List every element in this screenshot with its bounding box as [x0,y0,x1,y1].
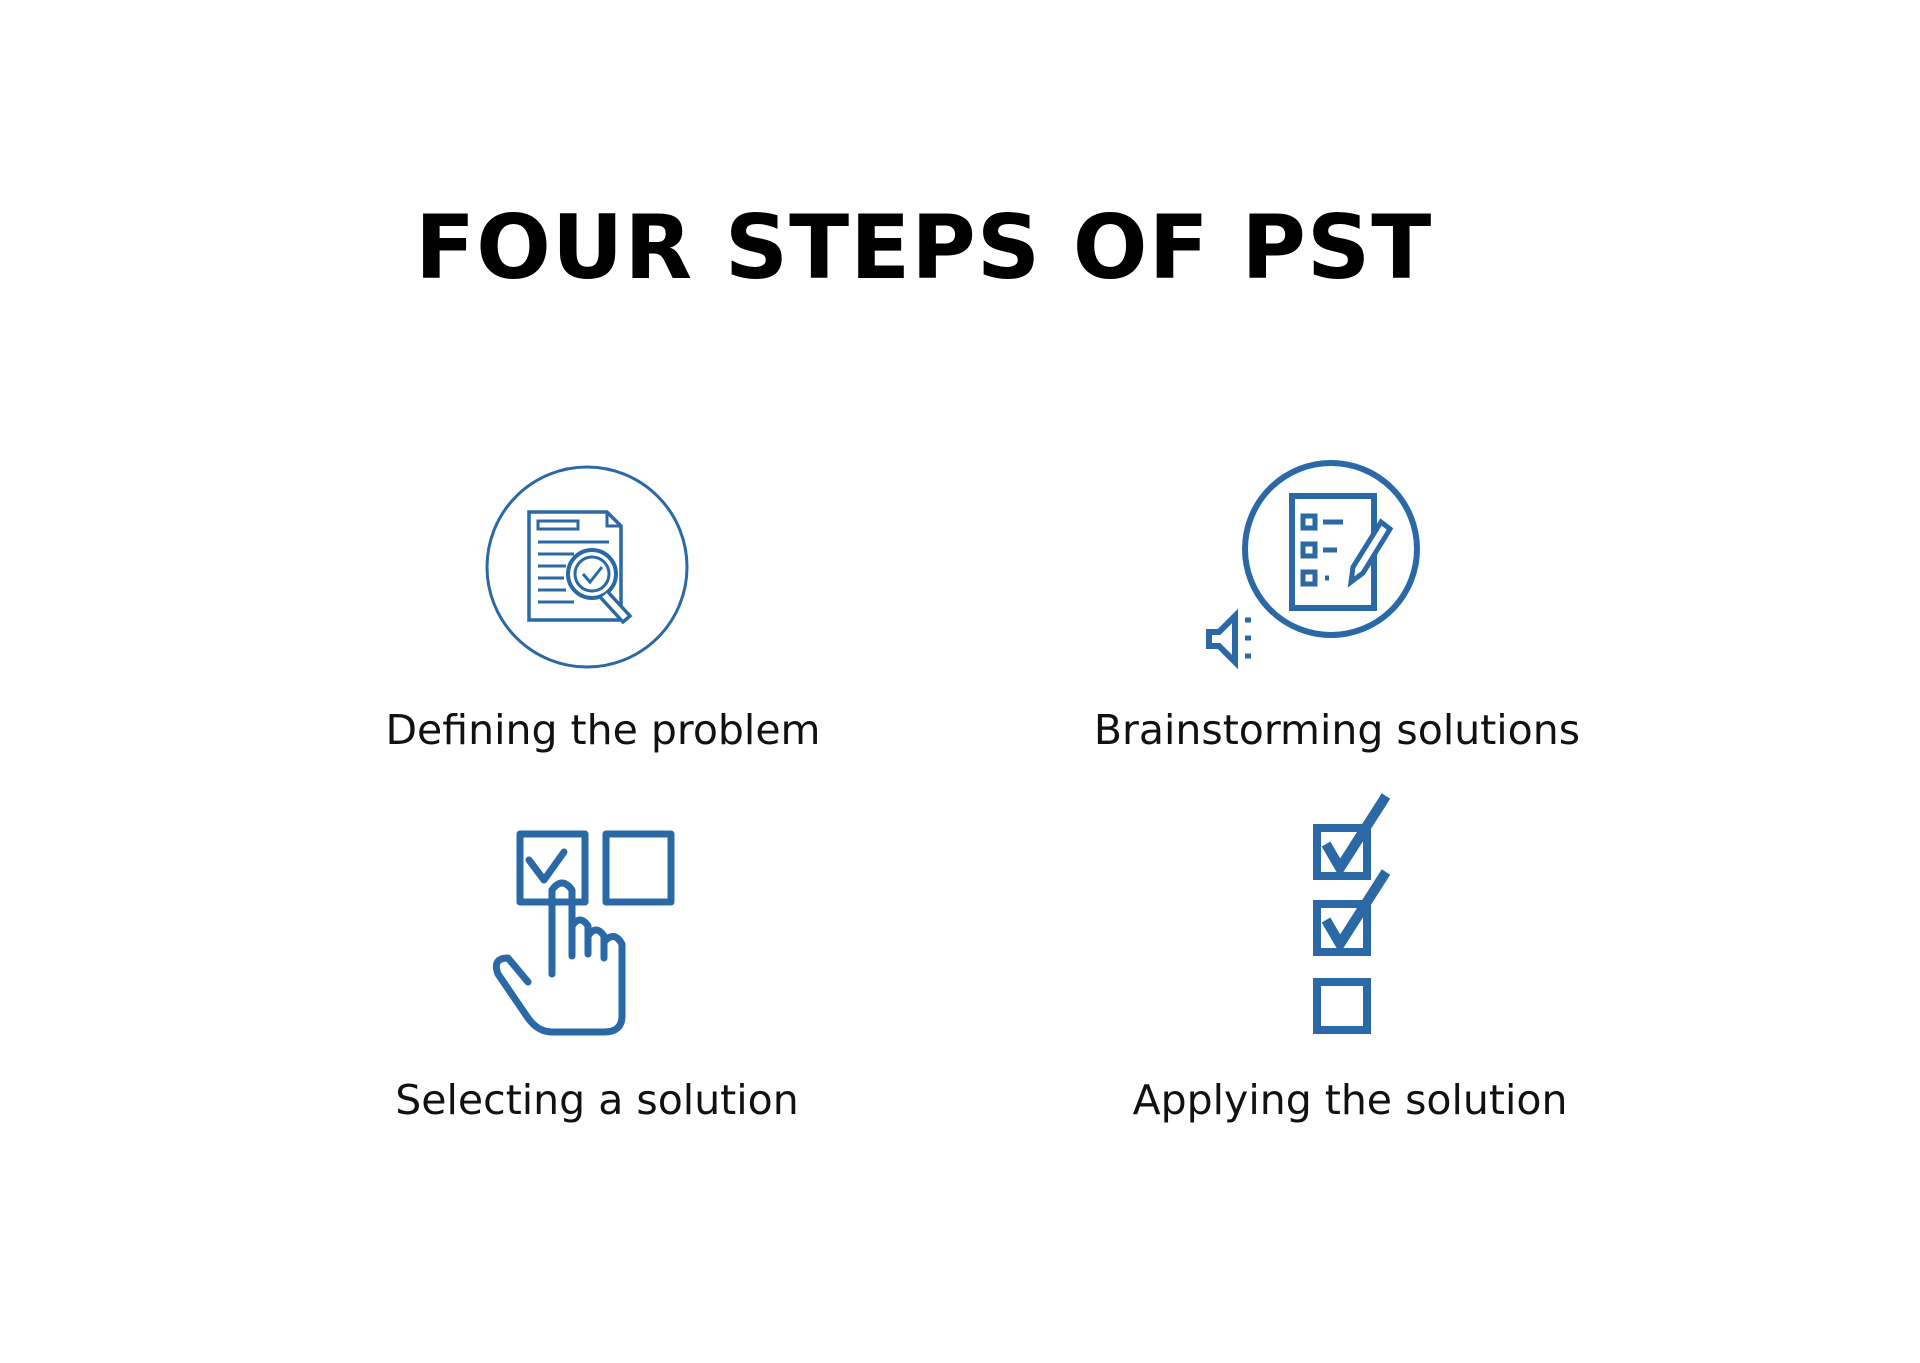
page-title: FOUR STEPS OF PST [415,196,1433,299]
hand-pointing-checkbox-icon [492,830,675,1036]
step-label-defining: Defining the problem [385,706,821,754]
document-magnifier-icon [485,465,689,669]
checklist-pencil-speaker-icon [1206,460,1420,670]
step-label-applying: Applying the solution [1132,1076,1568,1124]
step-label-brainstorming: Brainstorming solutions [1093,706,1581,754]
step-label-selecting: Selecting a solution [395,1076,799,1124]
checklist-icon [1313,793,1391,1034]
